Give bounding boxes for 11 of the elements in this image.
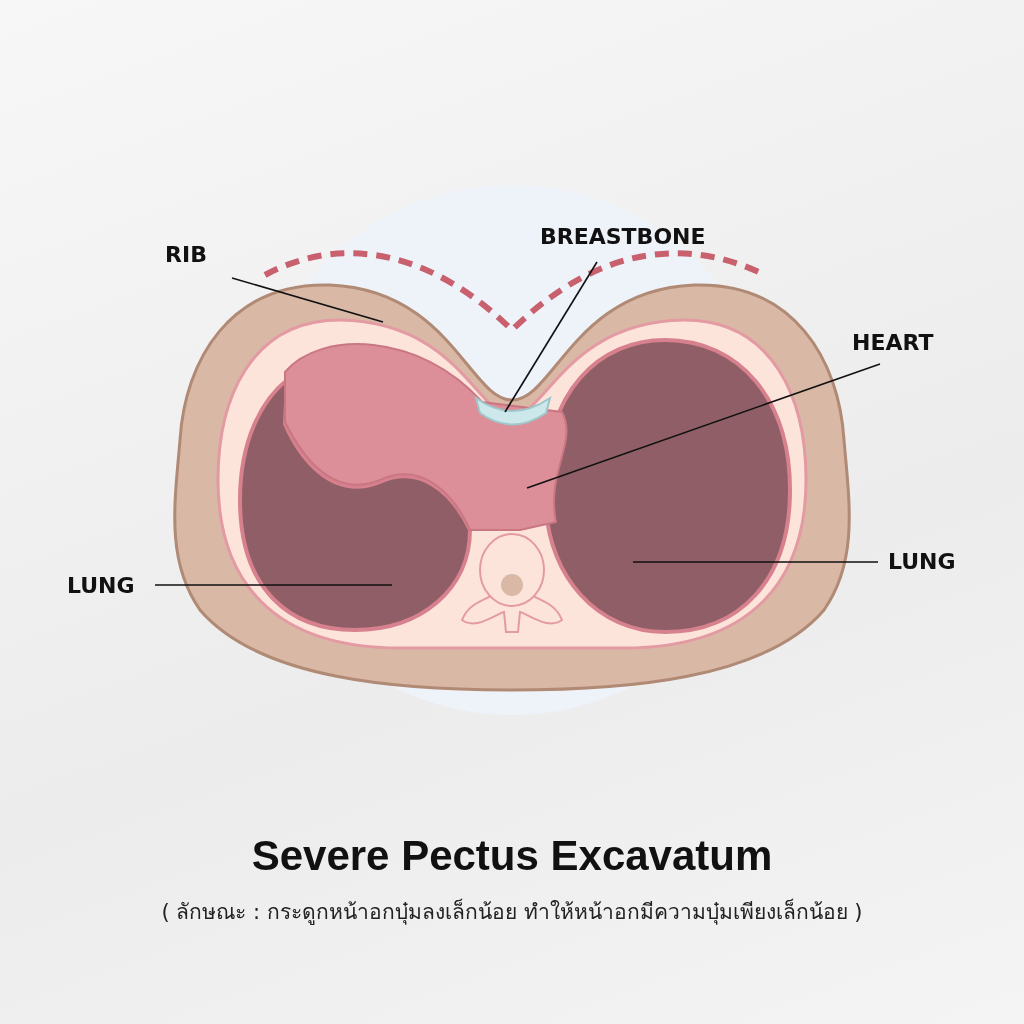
part-label: BREASTBONE bbox=[540, 224, 706, 249]
part-label: LUNG bbox=[888, 549, 956, 574]
part-label: RIB bbox=[165, 242, 207, 267]
part-label: HEART bbox=[852, 330, 934, 355]
leader-line bbox=[154, 584, 393, 586]
part-label: LUNG bbox=[67, 573, 135, 598]
title: Severe Pectus Excavatum bbox=[250, 832, 774, 880]
leader-line bbox=[526, 363, 881, 489]
leader-line bbox=[231, 277, 384, 323]
leader-line bbox=[632, 561, 879, 563]
caption: ( ลักษณะ : กระดูกหน้าอกบุ๋มลงเล็กน้อย ทำให้หน้าอกมีความบุ๋มเพียงเล็กน้อย ) bbox=[160, 897, 864, 927]
